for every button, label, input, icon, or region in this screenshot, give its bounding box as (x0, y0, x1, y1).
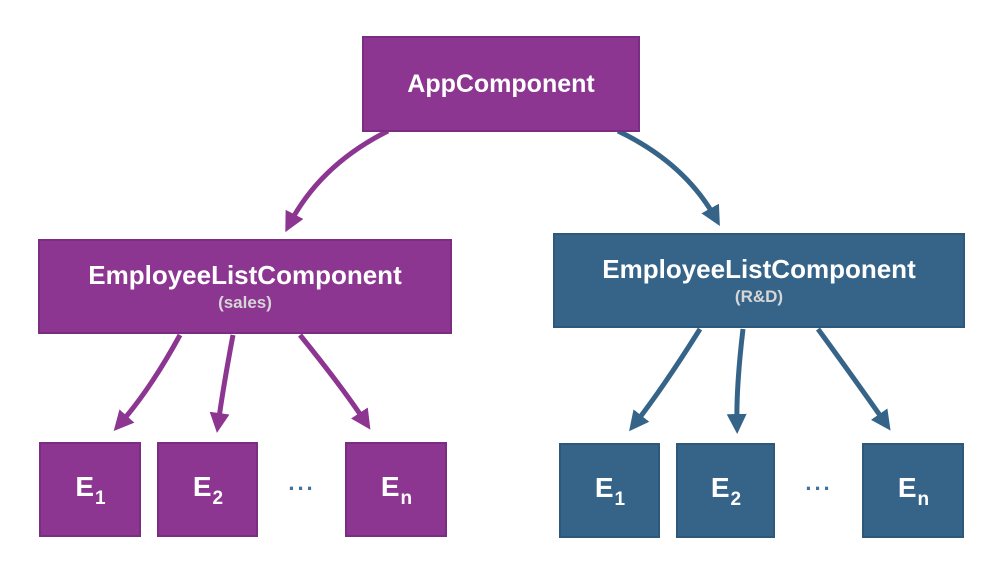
leaf-label: En (380, 470, 413, 510)
ellipsis-rnd: ... (805, 470, 833, 495)
leaf-label: E2 (192, 470, 224, 510)
node-employee-list-sales: EmployeeListComponent (sales) (38, 239, 452, 334)
node-employee-list-sales-sublabel: (sales) (218, 292, 272, 312)
arrow-rnd-to-en (815, 327, 891, 431)
arrow-rnd-to-e1 (629, 327, 703, 432)
arrow-sales-to-en (298, 333, 371, 430)
node-employee-list-rnd: EmployeeListComponent (R&D) (553, 233, 965, 328)
node-employee-en-rnd: En (862, 443, 964, 538)
arrow-sales-to-e1 (113, 333, 183, 431)
node-employee-list-sales-label: EmployeeListComponent (88, 259, 402, 290)
arrow-app-to-sales (285, 128, 390, 233)
node-employee-en-sales: En (345, 442, 447, 537)
arrow-app-to-rnd (616, 128, 720, 226)
node-employee-list-rnd-label: EmployeeListComponent (602, 253, 916, 284)
ellipsis-sales: ... (288, 470, 316, 495)
leaf-label: E1 (594, 471, 626, 511)
node-employee-list-rnd-sublabel: (R&D) (734, 286, 784, 306)
node-employee-e1-sales: E1 (39, 442, 141, 537)
node-app-component: AppComponent (362, 36, 640, 132)
arrow-sales-to-e2 (209, 334, 236, 433)
node-employee-e2-rnd: E2 (676, 443, 775, 538)
leaf-label: En (897, 471, 930, 511)
node-employee-e2-sales: E2 (157, 442, 258, 537)
leaf-label: E1 (75, 470, 106, 510)
node-employee-e1-rnd: E1 (559, 443, 660, 538)
arrow-rnd-to-e2 (726, 328, 747, 434)
leaf-label: E2 (710, 471, 742, 511)
node-app-component-label: AppComponent (407, 69, 595, 98)
